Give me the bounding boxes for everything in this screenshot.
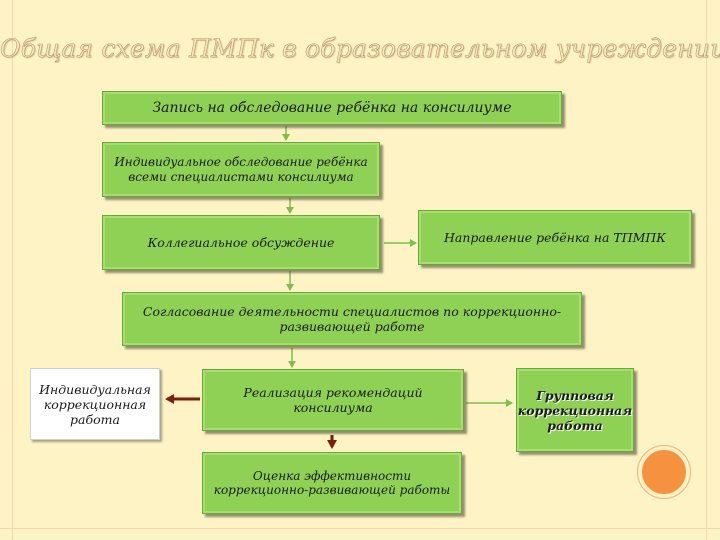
decorative-circle: [642, 450, 686, 494]
frame-line-bottom: [0, 528, 720, 529]
node-group-correction-label: Групповая коррекционная работа: [517, 387, 633, 433]
frame-line-left: [12, 0, 13, 540]
node-individual-correction: Индивидуальная коррекционная работа: [30, 368, 160, 440]
node-implementation: Реализация рекомендаций консилиума: [202, 369, 464, 431]
node-collegial-discussion-label: Коллегиальное обсуждение: [147, 235, 335, 250]
node-coordination: Согласование деятельности специалистов п…: [122, 292, 582, 346]
node-evaluation-label: Оценка эффективности коррекционно-развив…: [213, 468, 451, 497]
frame-line-right: [706, 0, 707, 540]
node-individual-exam: Индивидуальное обследование ребёнка всем…: [102, 142, 380, 197]
diagram-title: Общая схема ПМПк в образовательном учреж…: [0, 34, 720, 64]
node-coordination-label: Согласование деятельности специалистов п…: [142, 304, 562, 334]
node-referral-tpmpk-label: Направление ребёнка на ТПМПК: [444, 230, 666, 245]
node-registration-label: Запись на обследование ребёнка на консил…: [152, 99, 512, 116]
node-evaluation: Оценка эффективности коррекционно-развив…: [202, 452, 462, 514]
node-collegial-discussion: Коллегиальное обсуждение: [102, 215, 380, 270]
node-referral-tpmpk: Направление ребёнка на ТПМПК: [418, 210, 692, 265]
node-individual-exam-label: Индивидуальное обследование ребёнка всем…: [114, 155, 368, 184]
node-implementation-label: Реализация рекомендаций консилиума: [243, 385, 423, 415]
node-individual-correction-label: Индивидуальная коррекционная работа: [39, 381, 151, 427]
node-registration: Запись на обследование ребёнка на консил…: [102, 91, 562, 125]
node-group-correction: Групповая коррекционная работа: [516, 368, 634, 452]
